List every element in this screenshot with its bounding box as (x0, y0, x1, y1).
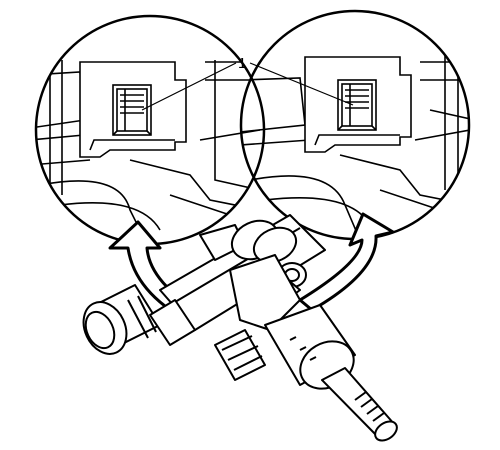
leader-line-left (141, 62, 237, 111)
right-detail-view (239, 9, 471, 241)
rotation-arrow-right-icon (298, 212, 395, 312)
leader-line-right (249, 62, 354, 106)
callout-1: 1 (141, 55, 354, 111)
steering-column-assembly (82, 214, 398, 442)
left-detail-view (34, 14, 266, 246)
callout-number: 1 (238, 55, 246, 72)
shaft-splines (354, 391, 385, 422)
